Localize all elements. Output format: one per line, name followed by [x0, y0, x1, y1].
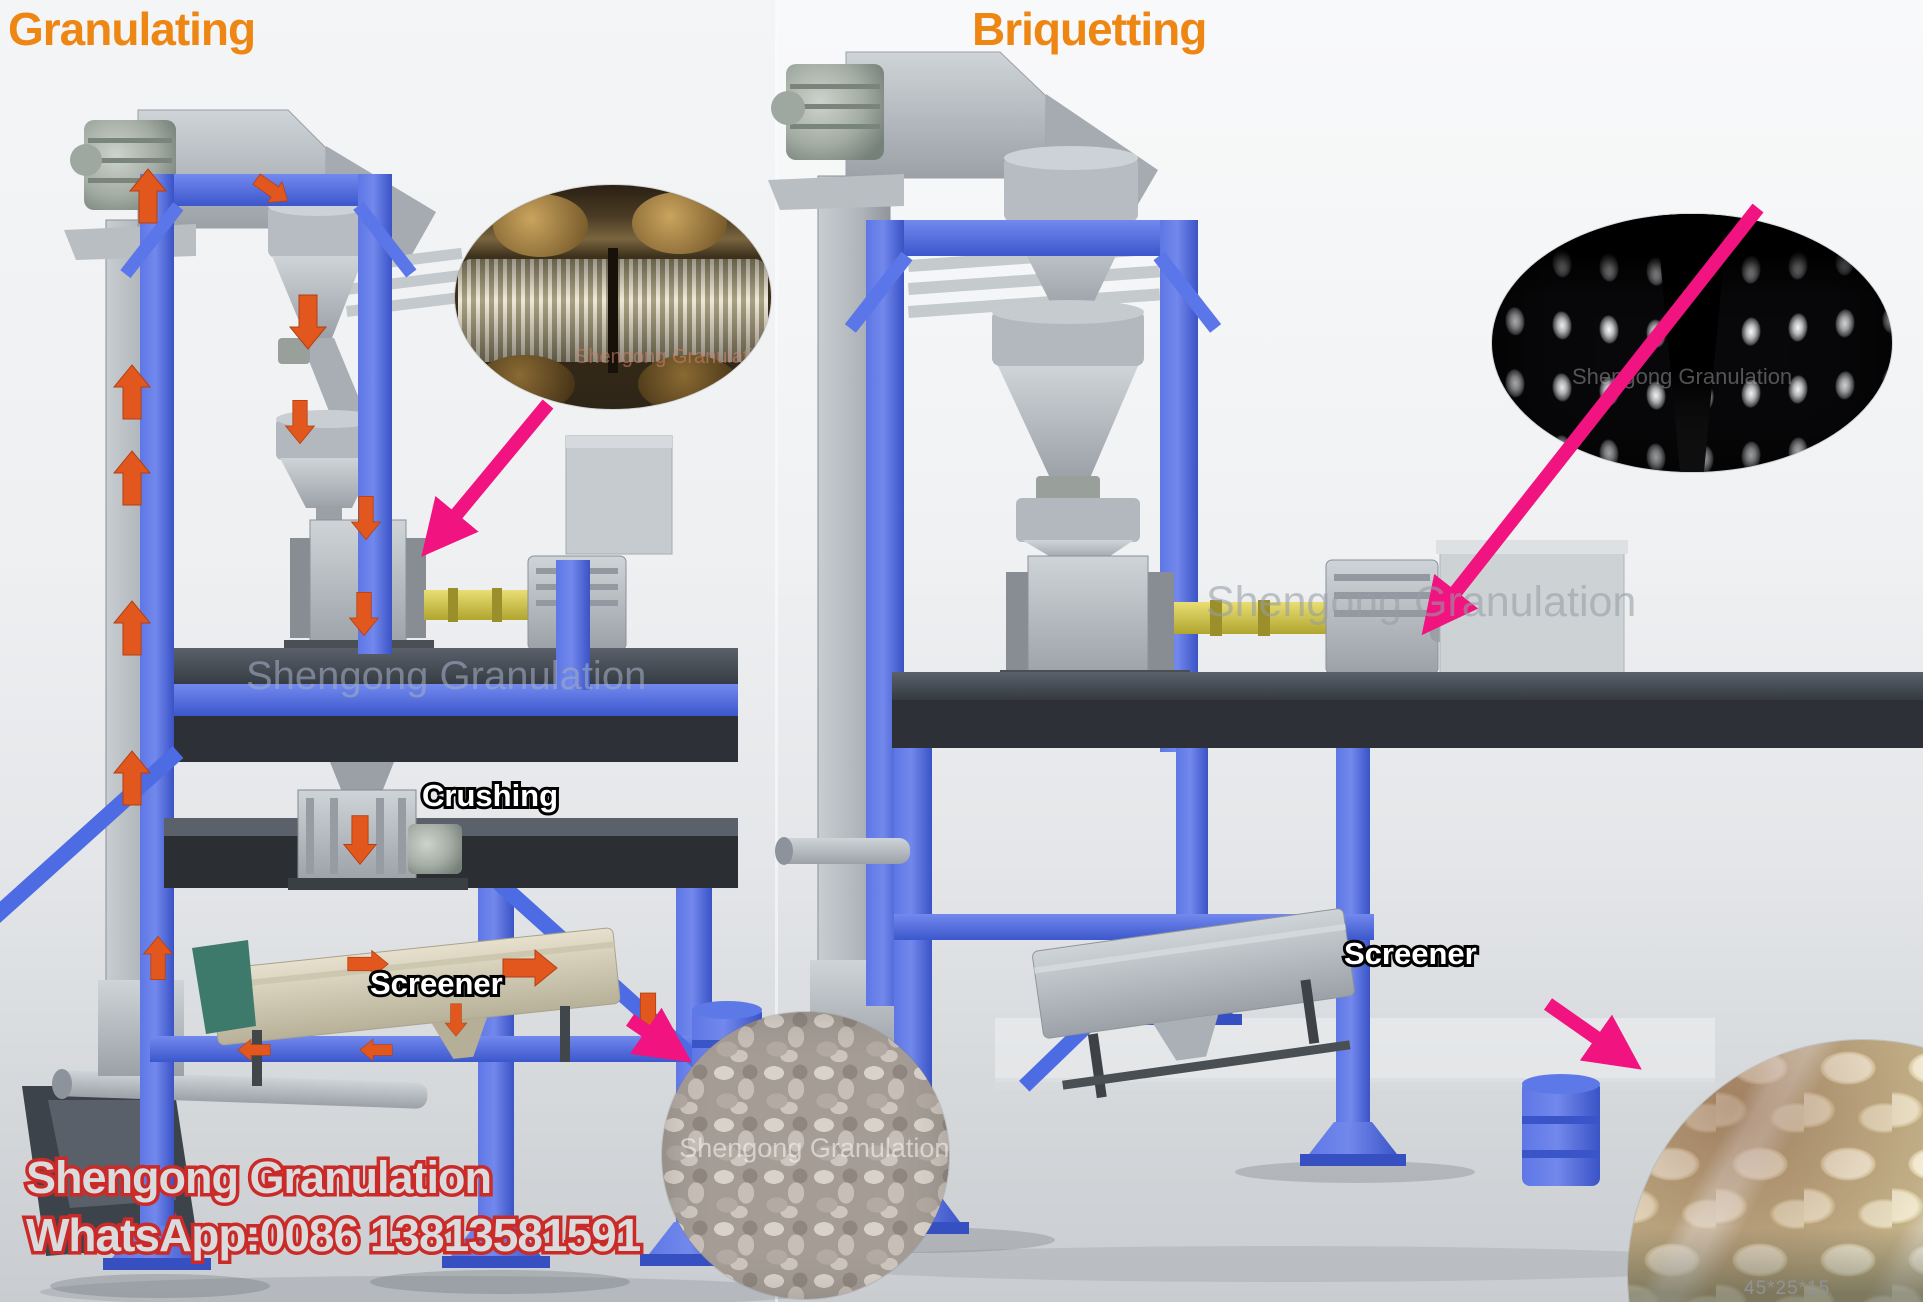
feed-hopper-chain — [992, 146, 1144, 560]
granulating-rollers-photo: Shengong Granulation — [455, 185, 771, 409]
briquetting-title: Briquetting — [972, 3, 1207, 55]
frame-foot — [103, 1226, 211, 1270]
screener-discharge — [192, 940, 256, 1034]
briquetter-machine — [1000, 555, 1190, 684]
floor-shadow — [40, 1276, 820, 1302]
granulating-title: Granulating — [8, 3, 256, 55]
control-cabinet — [565, 435, 673, 555]
crushing-label: Crushing — [419, 775, 561, 816]
screener-legs — [252, 1006, 570, 1086]
feed-pipe — [775, 837, 910, 865]
floor-shadow — [50, 1274, 270, 1298]
drive-shaft — [424, 588, 530, 622]
lower-roller — [473, 355, 576, 409]
screener-label-right: Screener — [1341, 933, 1480, 974]
frame-foot — [442, 1224, 550, 1268]
whatsapp-number: WhatsApp:0086 13813581591 — [22, 1206, 644, 1265]
roller-shaft-end — [631, 191, 727, 255]
roller-gap — [608, 247, 618, 374]
vibrating-screener — [210, 927, 621, 1059]
granules-texture — [662, 1012, 949, 1299]
elevator-motor — [771, 64, 884, 160]
upper-platform — [168, 648, 738, 762]
vibrating-screener — [1032, 908, 1355, 1099]
panel-divider — [775, 0, 778, 1302]
circle-watermark: Shengong Granulation — [679, 1132, 949, 1163]
roller-shaft-end — [492, 193, 588, 257]
drive-shaft — [1174, 600, 1326, 636]
company-name: Shengong Granulation — [23, 1149, 496, 1207]
roller-vignette — [1492, 214, 1892, 472]
floor-shadow — [800, 1246, 1760, 1282]
watermark-right: Shengong Granulation — [1206, 578, 1637, 626]
floor-shadow — [1235, 1161, 1475, 1183]
screener-label-left: Screener — [367, 963, 506, 1004]
briquette-size-note: 45*25*15 — [1744, 1278, 1831, 1299]
watermark-left: Shengong Granulation — [246, 654, 647, 698]
granules-photo: Shengong Granulation — [662, 1012, 949, 1299]
briquettes-photo — [1628, 1040, 1923, 1302]
circle-watermark: Shengong Granulation — [1572, 363, 1793, 389]
collection-drum — [1522, 1074, 1600, 1186]
main-platform — [892, 672, 1923, 748]
briquetting-rollers-photo: Shengong Granulation — [1492, 214, 1892, 472]
bag-shadow-patch — [1628, 1040, 1923, 1302]
floor-shadow — [370, 1270, 630, 1294]
lower-roller — [638, 355, 740, 409]
briquetting-line — [768, 51, 1923, 1282]
circle-watermark: Shengong Granulation — [575, 346, 771, 369]
frame-foot — [1300, 1122, 1406, 1166]
